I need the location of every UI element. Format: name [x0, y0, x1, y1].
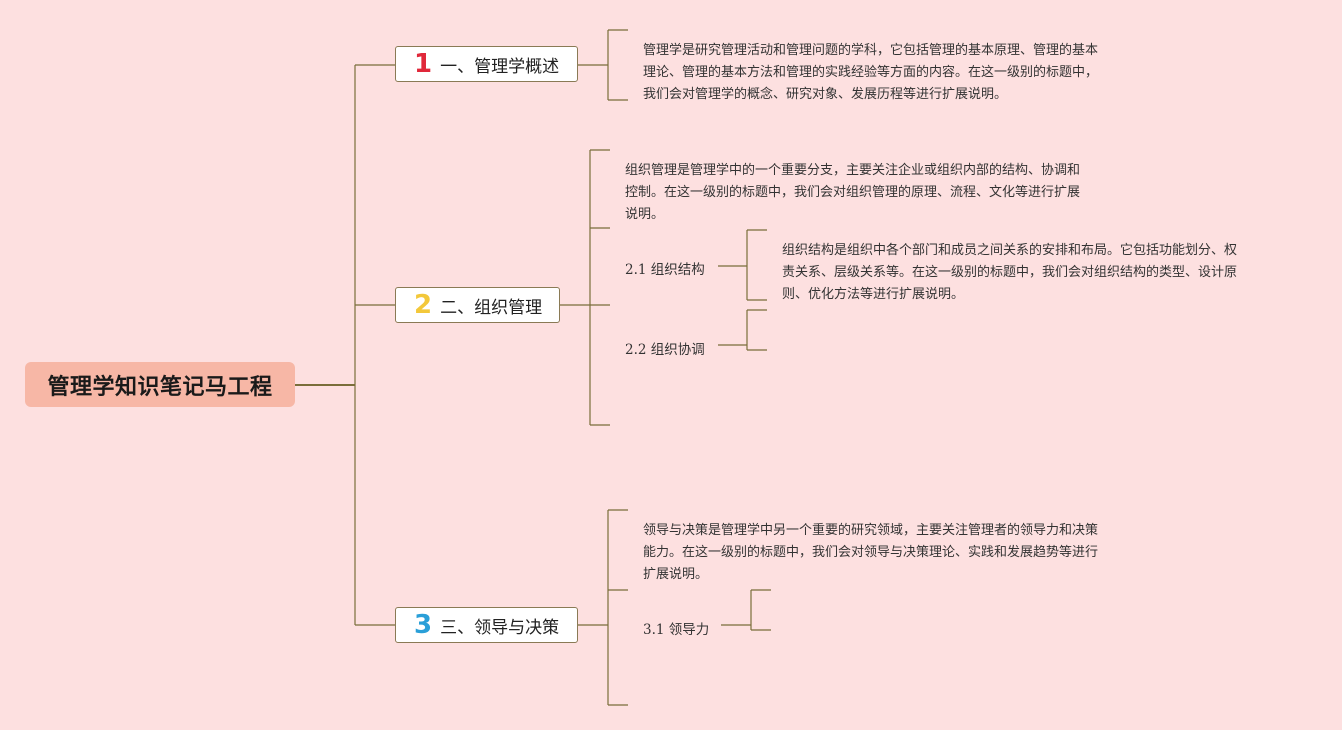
subtopic-2-2[interactable]: 2.2 组织协调 [625, 342, 705, 358]
topic-1-description: 管理学是研究管理活动和管理问题的学科，它包括管理的基本原理、管理的基本 理论、管… [643, 43, 1099, 102]
subtopic-2-1-description: 组织结构是组织中各个部门和成员之间关系的安排和布局。它包括功能划分、权 责关系、… [782, 243, 1238, 302]
topic-1-label: 一、管理学概述 [440, 56, 560, 77]
topic-3-label: 三、领导与决策 [440, 617, 560, 638]
number-2-badge: 2 [414, 290, 433, 320]
topic-3[interactable]: 3 三、领导与决策 [395, 607, 578, 643]
topic-2[interactable]: 2 二、组织管理 [395, 287, 560, 323]
number-1-badge: 1 [414, 49, 433, 79]
topic-3-description: 领导与决策是管理学中另一个重要的研究领域，主要关注管理者的领导力和决策 能力。在… [643, 523, 1099, 582]
topic-1[interactable]: 1 一、管理学概述 [395, 46, 578, 82]
root-topic[interactable]: 管理学知识笔记马工程 [25, 362, 295, 407]
subtopic-3-1[interactable]: 3.1 领导力 [643, 622, 710, 638]
number-3-badge: 3 [414, 610, 433, 640]
topic-2-label: 二、组织管理 [440, 297, 543, 318]
subtopic-2-1[interactable]: 2.1 组织结构 [625, 262, 705, 278]
topic-2-description: 组织管理是管理学中的一个重要分支，主要关注企业或组织内部的结构、协调和 控制。在… [625, 163, 1081, 222]
root-title: 管理学知识笔记马工程 [47, 374, 273, 400]
